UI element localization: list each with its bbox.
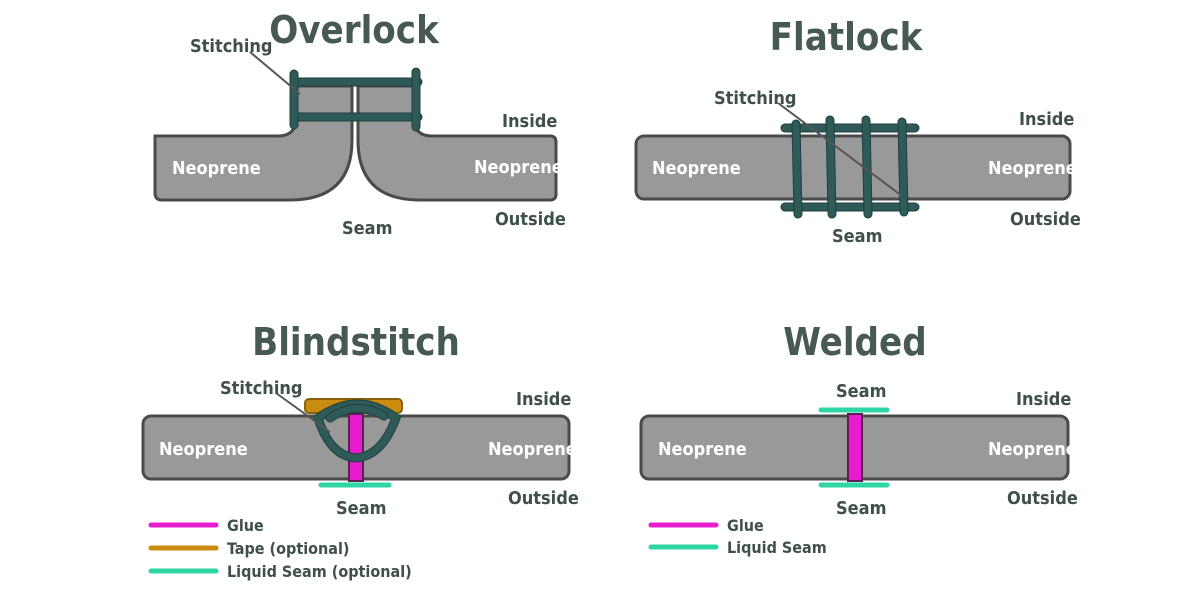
- blindstitch-glue: [348, 413, 364, 482]
- blindstitch-neoprene-right: Neoprene: [488, 439, 577, 460]
- blindstitch-inside-label: Inside: [516, 389, 571, 410]
- legend-item: Glue: [648, 516, 764, 535]
- blindstitch-seam-label: Seam: [336, 498, 386, 519]
- legend-label: Liquid Seam: [727, 538, 827, 557]
- overlock-neoprene-right: Neoprene: [474, 157, 563, 178]
- flatlock-inside-label: Inside: [1019, 109, 1074, 130]
- flatlock-panel: [634, 134, 1072, 201]
- blindstitch-stitching: [312, 399, 402, 463]
- legend-item: Tape (optional): [148, 539, 350, 558]
- welded-neoprene-right: Neoprene: [988, 439, 1077, 460]
- welded-seam-top-label: Seam: [836, 381, 886, 402]
- flatlock-seam-label: Seam: [832, 226, 882, 247]
- welded-seam-bottom-label: Seam: [836, 498, 886, 519]
- welded-neoprene-left: Neoprene: [658, 439, 747, 460]
- flatlock-stitching: [780, 115, 920, 219]
- overlock-seam-label: Seam: [342, 218, 392, 239]
- flatlock-neoprene-left: Neoprene: [652, 158, 741, 179]
- blindstitch-title: Blindstitch: [252, 320, 460, 364]
- blindstitch-neoprene-left: Neoprene: [159, 439, 248, 460]
- overlock-outside-label: Outside: [495, 209, 566, 230]
- welded-glue: [847, 413, 863, 482]
- legend-label: Glue: [227, 516, 264, 535]
- blindstitch-section: Blindstitch Stitching Neoprene Neoprene …: [141, 320, 579, 581]
- overlock-right-panel: [356, 84, 558, 202]
- overlock-stitching-label: Stitching: [190, 36, 273, 57]
- legend-item: Glue: [148, 516, 264, 535]
- welded-section: Welded Seam Seam Neoprene Neoprene Insid…: [639, 320, 1078, 557]
- overlock-section: Overlock Stitching Neoprene Neoprene Ins…: [153, 8, 566, 239]
- overlock-stitching-leader: [249, 51, 301, 95]
- welded-inside-label: Inside: [1016, 389, 1071, 410]
- welded-title: Welded: [783, 320, 926, 364]
- overlock-inside-label: Inside: [502, 111, 557, 132]
- flatlock-title: Flatlock: [770, 15, 924, 59]
- flatlock-seam-line: [777, 102, 903, 197]
- blindstitch-legend: Glue Tape (optional) Liquid Seam (option…: [148, 516, 412, 581]
- welded-legend: Glue Liquid Seam: [648, 516, 827, 557]
- legend-label: Tape (optional): [227, 539, 350, 558]
- flatlock-section: Flatlock Stitching Neoprene Neoprene Ins…: [634, 15, 1081, 247]
- blindstitch-stitching-label: Stitching: [220, 378, 303, 399]
- overlock-neoprene-left: Neoprene: [172, 158, 261, 179]
- flatlock-stitching-label: Stitching: [714, 88, 797, 109]
- blindstitch-stitching-leader: [275, 392, 331, 433]
- flatlock-outside-label: Outside: [1010, 209, 1081, 230]
- legend-label: Glue: [727, 516, 764, 535]
- overlock-title: Overlock: [269, 8, 440, 52]
- legend-label: Liquid Seam (optional): [227, 562, 412, 581]
- welded-outside-label: Outside: [1007, 488, 1078, 509]
- blindstitch-outside-label: Outside: [508, 488, 579, 509]
- overlock-stitching: [289, 67, 423, 132]
- legend-item: Liquid Seam (optional): [148, 562, 412, 581]
- flatlock-neoprene-right: Neoprene: [988, 158, 1077, 179]
- legend-item: Liquid Seam: [648, 538, 827, 557]
- overlock-left-panel: [153, 84, 354, 202]
